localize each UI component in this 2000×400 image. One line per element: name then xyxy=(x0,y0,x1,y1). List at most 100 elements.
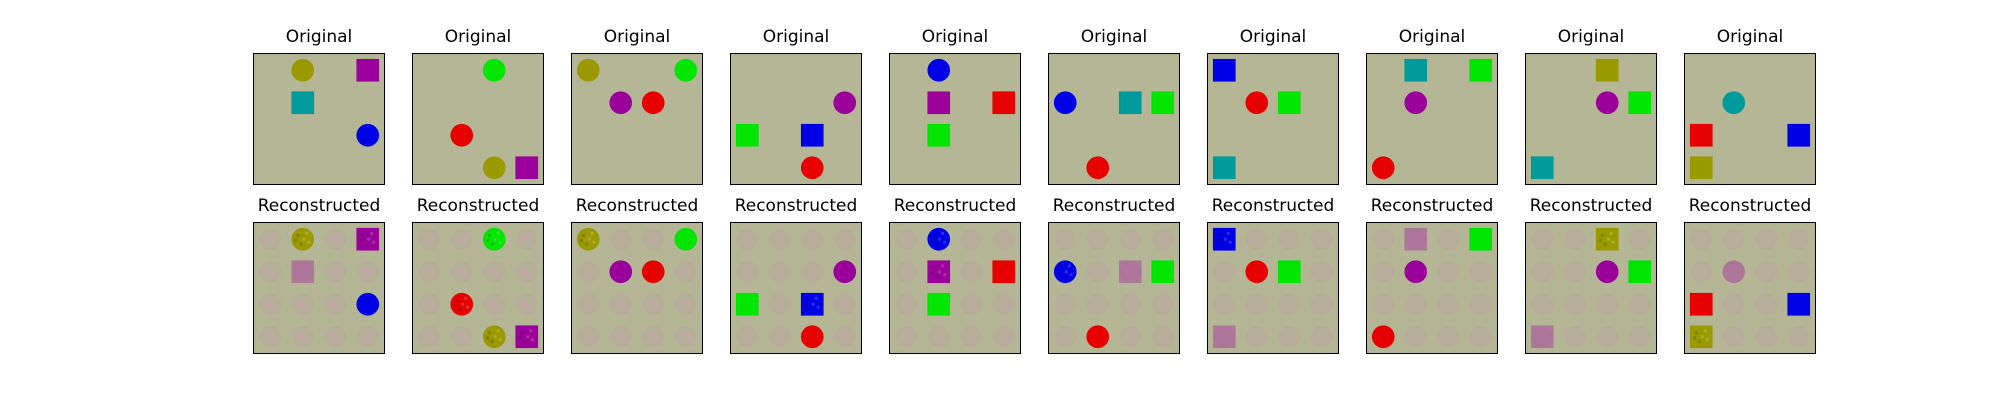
reconstructed-title: Reconstructed xyxy=(893,196,1017,216)
ghost-artifact xyxy=(418,228,441,251)
ghost-artifact xyxy=(1787,325,1810,348)
magenta-square xyxy=(1212,325,1236,349)
ghost-artifact xyxy=(1690,228,1713,251)
green-square xyxy=(1469,227,1493,251)
blue-circle xyxy=(927,58,951,82)
noise-speck xyxy=(941,231,945,235)
ghost-artifact xyxy=(1437,260,1460,283)
ghost-artifact xyxy=(768,260,791,283)
red-square xyxy=(1689,123,1713,147)
noise-speck xyxy=(938,237,942,241)
reconstructed-image xyxy=(259,227,380,348)
ghost-artifact xyxy=(895,260,918,283)
reconstructed-image xyxy=(1689,228,1811,349)
original-title: Original xyxy=(1239,27,1307,47)
noise-speck xyxy=(581,233,585,237)
green-square xyxy=(735,292,759,316)
noise-speck xyxy=(1606,237,1610,241)
ghost-artifact xyxy=(1404,325,1427,348)
noise-speck xyxy=(579,238,583,242)
noise-speck xyxy=(1226,231,1230,235)
ghost-artifact xyxy=(1628,228,1651,251)
noise-speck xyxy=(1228,240,1232,244)
ghost-artifact xyxy=(674,260,697,283)
reconstructed-title: Reconstructed xyxy=(575,196,699,216)
green-square xyxy=(1151,260,1175,284)
ghost-artifact xyxy=(895,325,918,348)
ghost-artifact xyxy=(674,293,697,316)
original-panel xyxy=(412,53,544,185)
blue-square xyxy=(1212,58,1236,82)
magenta-square xyxy=(1404,227,1428,251)
ghost-artifact xyxy=(450,228,473,251)
reconstructed-title: Reconstructed xyxy=(416,196,540,216)
noise-speck xyxy=(498,338,502,342)
ghost-artifact xyxy=(1404,293,1427,316)
noise-speck xyxy=(814,296,818,300)
ghost-artifact xyxy=(418,325,441,348)
noise-speck xyxy=(520,331,524,335)
reconstructed-image xyxy=(895,227,1016,348)
ghost-artifact xyxy=(515,228,538,251)
ghost-artifact xyxy=(1054,293,1077,316)
green-square xyxy=(1277,91,1301,115)
red-circle xyxy=(641,91,665,115)
ghost-artifact xyxy=(1310,325,1333,348)
ghost-artifact xyxy=(577,325,600,348)
noise-speck xyxy=(361,233,365,237)
blue-square xyxy=(800,292,824,316)
cyan-square xyxy=(291,91,315,115)
ghost-artifact xyxy=(992,228,1015,251)
noise-speck xyxy=(930,238,934,242)
ghost-artifact xyxy=(1531,293,1554,316)
original-image xyxy=(1371,58,1493,180)
noise-speck xyxy=(1611,240,1615,244)
magenta-square xyxy=(515,156,539,180)
original-title: Original xyxy=(1716,27,1784,47)
magenta-circle xyxy=(609,260,633,284)
reconstructed-panel xyxy=(253,222,385,354)
noise-speck xyxy=(458,307,462,311)
ghost-artifact xyxy=(259,325,282,348)
ghost-artifact xyxy=(1119,293,1142,316)
original-title: Original xyxy=(1557,27,1625,47)
original-image xyxy=(735,91,857,180)
original-title: Original xyxy=(1080,27,1148,47)
original-image xyxy=(450,58,539,180)
ghost-artifact xyxy=(833,293,856,316)
reconstructed-image xyxy=(576,227,698,348)
noise-speck xyxy=(307,240,311,244)
ghost-artifact xyxy=(1086,228,1109,251)
ghost-artifact xyxy=(1119,228,1142,251)
ghost-artifact xyxy=(1213,293,1236,316)
noise-speck xyxy=(1058,266,1062,270)
noise-speck xyxy=(523,340,527,344)
ghost-artifact xyxy=(1151,228,1174,251)
ghost-artifact xyxy=(1722,325,1745,348)
original-panel xyxy=(889,53,1021,185)
noise-speck xyxy=(587,237,591,241)
ghost-artifact xyxy=(1563,325,1586,348)
noise-speck xyxy=(296,233,300,237)
noise-speck xyxy=(1598,238,1602,242)
ghost-artifact xyxy=(1437,293,1460,316)
noise-speck xyxy=(816,305,820,309)
ghost-artifact xyxy=(1563,228,1586,251)
ghost-artifact xyxy=(960,325,983,348)
cyan-circle xyxy=(1722,91,1746,115)
ghost-artifact xyxy=(642,325,665,348)
magenta-square xyxy=(1530,325,1554,349)
olive-circle xyxy=(482,325,506,349)
blue-circle xyxy=(356,123,380,147)
magenta-circle xyxy=(833,260,857,284)
noise-speck xyxy=(1600,233,1604,237)
noise-speck xyxy=(1694,331,1698,335)
red-square xyxy=(1689,292,1713,316)
reconstructed-image xyxy=(418,227,539,349)
cyan-square xyxy=(1530,156,1554,180)
ghost-artifact xyxy=(515,260,538,283)
reconstructed-title: Reconstructed xyxy=(1529,196,1653,216)
green-square xyxy=(1277,260,1301,284)
magenta-square xyxy=(356,227,380,251)
red-square xyxy=(992,91,1016,115)
